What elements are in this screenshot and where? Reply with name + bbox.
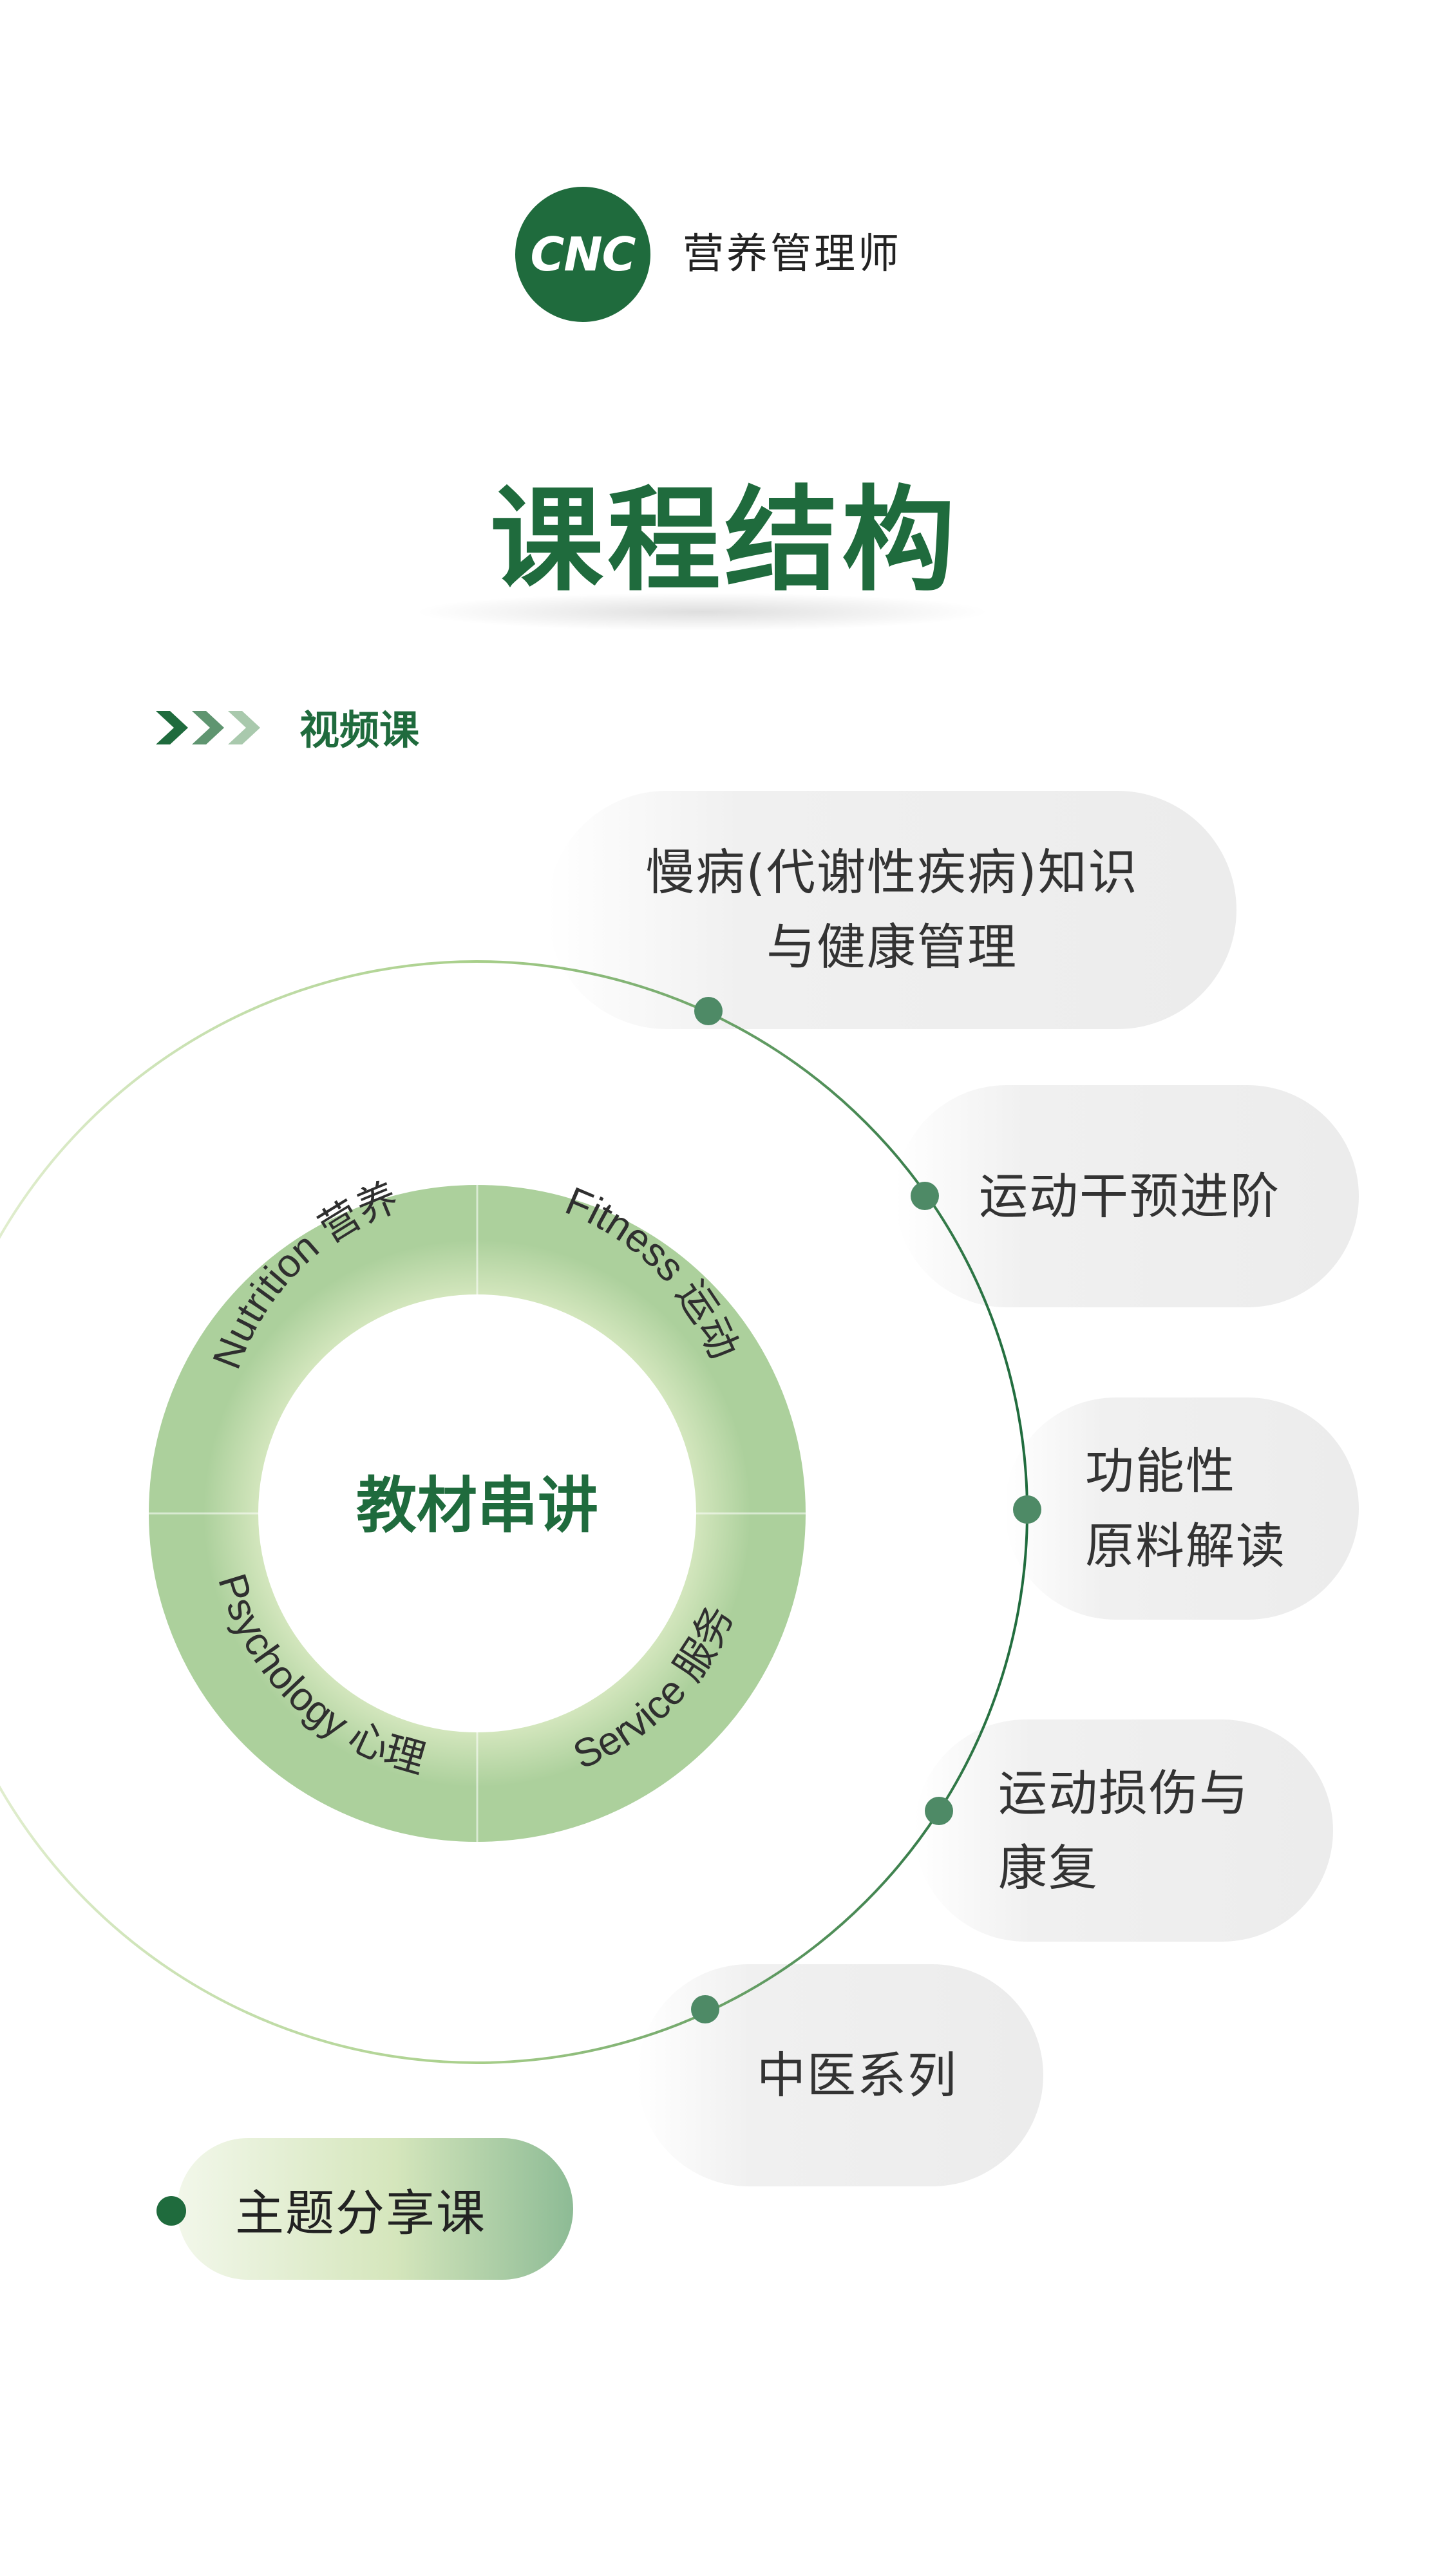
logo-circle: CNC	[515, 187, 650, 322]
topic-course-label: 主题分享课	[235, 2184, 486, 2242]
course-label-functional-ingredients: 功能性 原料解读	[1085, 1434, 1286, 1584]
course-pill-exercise-intervention: 运动干预进阶	[895, 1085, 1359, 1307]
ring-donut	[149, 1185, 806, 1842]
ring-label-fitness: Fitness 运动	[559, 1179, 746, 1365]
topic-course-pill: 主题分享课	[177, 2138, 573, 2280]
outer-arc	[0, 960, 1028, 2064]
course-line: 慢病(代谢性疾病)知识	[645, 844, 1139, 901]
course-pill-tcm-series: 中医系列	[638, 1964, 1043, 2186]
course-label-exercise-intervention: 运动干预进阶	[979, 1167, 1280, 1225]
course-label-chronic-disease: 慢病(代谢性疾病)知识 与健康管理	[602, 835, 1182, 985]
course-line: 功能性	[1085, 1442, 1236, 1500]
section-title: 视频课	[299, 706, 420, 753]
course-line: 与健康管理	[766, 918, 1018, 976]
page-title: 课程结构	[489, 475, 959, 607]
topic-dot	[156, 2196, 186, 2226]
course-line: 原料解读	[1085, 1517, 1286, 1575]
ring-label-nutrition: Nutrition 营养	[204, 1175, 404, 1374]
ring-label-service: Service 服务	[567, 1599, 742, 1777]
logo-text: CNC	[530, 227, 636, 281]
course-pill-sports-injury: 运动损伤与 康复	[914, 1719, 1333, 1942]
course-label-sports-injury: 运动损伤与 康复	[998, 1756, 1249, 1906]
course-pill-chronic-disease: 慢病(代谢性疾病)知识 与健康管理	[547, 791, 1236, 1029]
title-shadow	[412, 592, 992, 631]
ring-label-psychology: Psychology 心理	[209, 1569, 430, 1783]
chevrons-icon	[156, 711, 260, 744]
course-pill-functional-ingredients: 功能性 原料解读	[1005, 1397, 1359, 1620]
center-label: 教材串讲	[356, 1471, 598, 1541]
brand-name: 营养管理师	[683, 231, 902, 278]
course-label-tcm-series: 中医系列	[757, 2046, 958, 2104]
course-line: 康复	[998, 1839, 1099, 1897]
course-line: 运动损伤与	[998, 1764, 1249, 1822]
